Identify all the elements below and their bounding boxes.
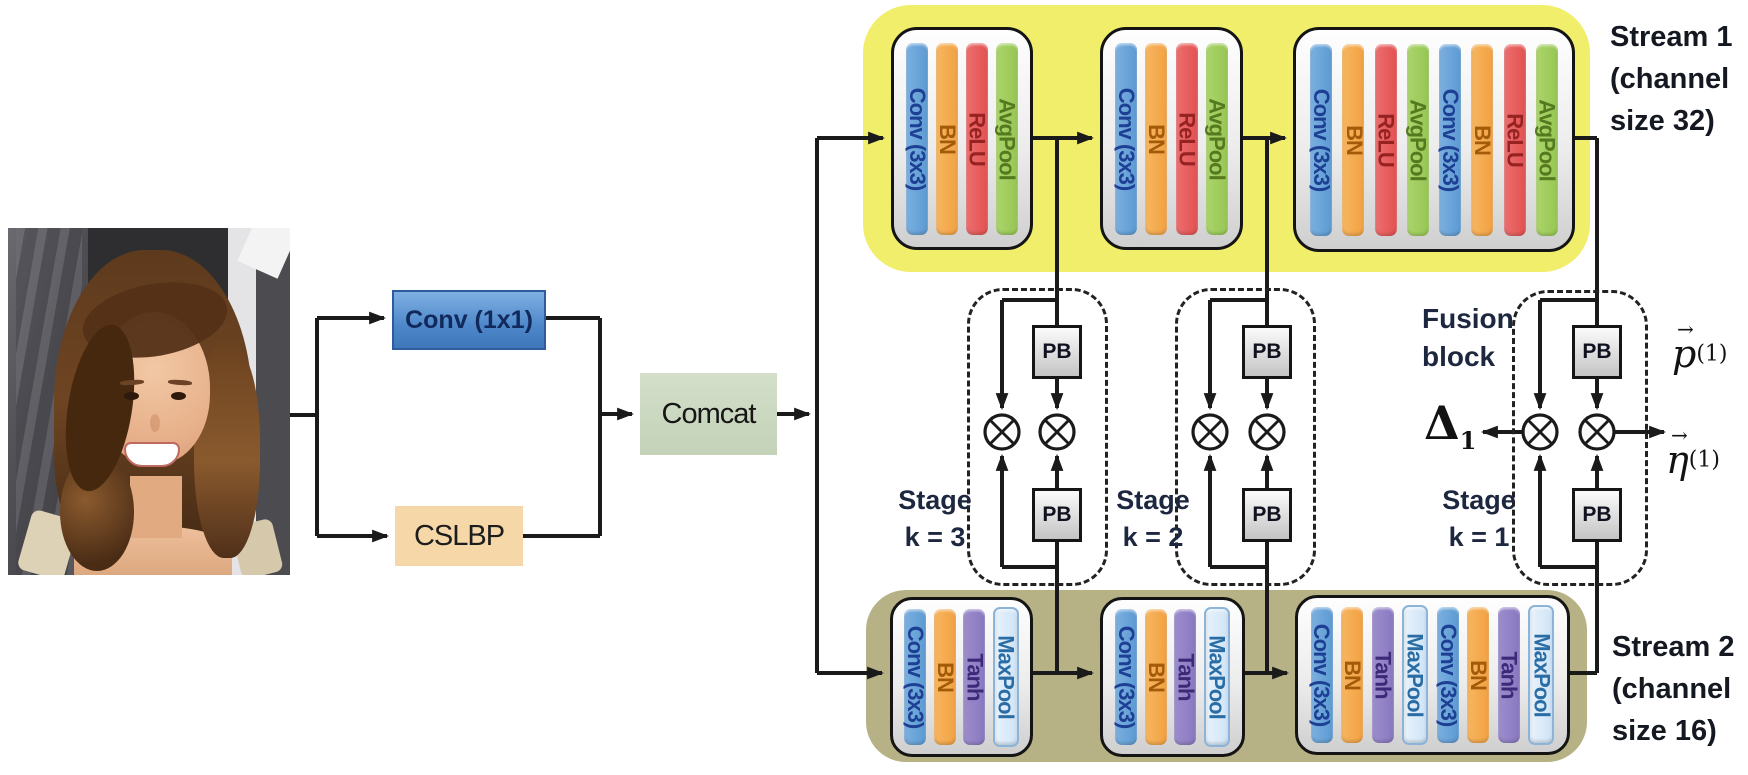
bn-bar: BN — [933, 609, 958, 745]
pb-box: PB — [1032, 325, 1082, 379]
stream2-block-2: Conv (3x3) BN Tanh MaxPool — [1100, 597, 1245, 757]
relu-bar: ReLU — [965, 42, 990, 235]
pb-box: PB — [1572, 325, 1622, 379]
stream1-label: Stream 1 (channel size 32) — [1610, 21, 1733, 137]
cslbp-box: CSLBP — [395, 506, 523, 566]
input-face-photo — [8, 228, 290, 575]
photo-nose — [150, 414, 160, 432]
pb-box: PB — [1242, 325, 1292, 379]
stage-k2-label: Stage k = 2 — [1116, 485, 1190, 552]
tanh-bar: Tanh — [1371, 607, 1396, 743]
stage-k1-label: Stage k = 1 — [1442, 485, 1516, 552]
bn-bar: BN — [1144, 42, 1169, 235]
comcat-box: Comcat — [640, 373, 777, 455]
conv-bar: Conv (3x3) — [1310, 607, 1335, 743]
conv-bar: Conv (3x3) — [1438, 43, 1463, 236]
stream2-block-1: Conv (3x3) BN Tanh MaxPool — [890, 597, 1033, 757]
p-vector-output-label: →p(1) — [1672, 317, 1728, 376]
relu-bar: ReLU — [1503, 43, 1528, 236]
fusion-block-title: Fusion block — [1422, 303, 1514, 372]
bn-bar: BN — [1470, 43, 1495, 236]
avgpool-bar: AvgPool — [995, 42, 1020, 235]
stage-k3-label: Stage k = 3 — [898, 485, 972, 552]
pb-box: PB — [1242, 488, 1292, 542]
tanh-bar: Tanh — [1497, 607, 1522, 743]
conv-bar: Conv (3x3) — [903, 609, 928, 745]
pb-box: PB — [1032, 488, 1082, 542]
bn-bar: BN — [1144, 609, 1169, 745]
bn-bar: BN — [1340, 607, 1365, 743]
conv-bar: Conv (3x3) — [1114, 42, 1139, 235]
maxpool-bar: MaxPool — [1204, 607, 1231, 747]
bn-bar: BN — [935, 42, 960, 235]
photo-eye — [124, 392, 139, 400]
relu-bar: ReLU — [1175, 42, 1200, 235]
stream1-block-1: Conv (3x3) BN ReLU AvgPool — [891, 27, 1033, 250]
maxpool-bar: MaxPool — [1528, 605, 1555, 745]
conv-bar: Conv (3x3) — [1436, 607, 1461, 743]
conv-bar: Conv (3x3) — [1114, 609, 1139, 745]
photo-neck — [130, 476, 182, 538]
fusion-block-k3 — [967, 288, 1108, 586]
photo-wall-right — [256, 228, 290, 575]
vector-arrow: → — [1671, 423, 1688, 447]
bn-bar: BN — [1341, 43, 1366, 236]
pb-box: PB — [1572, 488, 1622, 542]
avgpool-bar: AvgPool — [1205, 42, 1230, 235]
stream1-block-3: Conv (3x3) BN ReLU AvgPool Conv (3x3) BN… — [1293, 27, 1575, 252]
conv-bar: Conv (3x3) — [1309, 43, 1334, 236]
avgpool-bar: AvgPool — [1535, 43, 1560, 236]
stream2-label: Stream 2 (channel size 16) — [1612, 631, 1735, 747]
fusion-block-k2 — [1175, 288, 1316, 586]
maxpool-bar: MaxPool — [1402, 605, 1429, 745]
bn-bar: BN — [1466, 607, 1491, 743]
tanh-bar: Tanh — [962, 609, 987, 745]
conv-1x1-box: Conv (1x1) — [392, 290, 546, 350]
fusion-block-k1 — [1512, 290, 1648, 586]
stream1-block-2: Conv (3x3) BN ReLU AvgPool — [1100, 27, 1243, 250]
delta-1-output-label: Δ1 — [1424, 396, 1477, 456]
relu-bar: ReLU — [1374, 43, 1399, 236]
avgpool-bar: AvgPool — [1406, 43, 1431, 236]
stream2-block-3: Conv (3x3) BN Tanh MaxPool Conv (3x3) BN… — [1295, 595, 1570, 755]
maxpool-bar: MaxPool — [992, 607, 1019, 747]
tanh-bar: Tanh — [1173, 609, 1198, 745]
conv-bar: Conv (3x3) — [905, 42, 930, 235]
vector-arrow: → — [1677, 317, 1694, 341]
photo-eye — [171, 392, 186, 400]
eta-vector-output-label: →η(1) — [1666, 423, 1720, 482]
photo-smile — [124, 442, 180, 467]
